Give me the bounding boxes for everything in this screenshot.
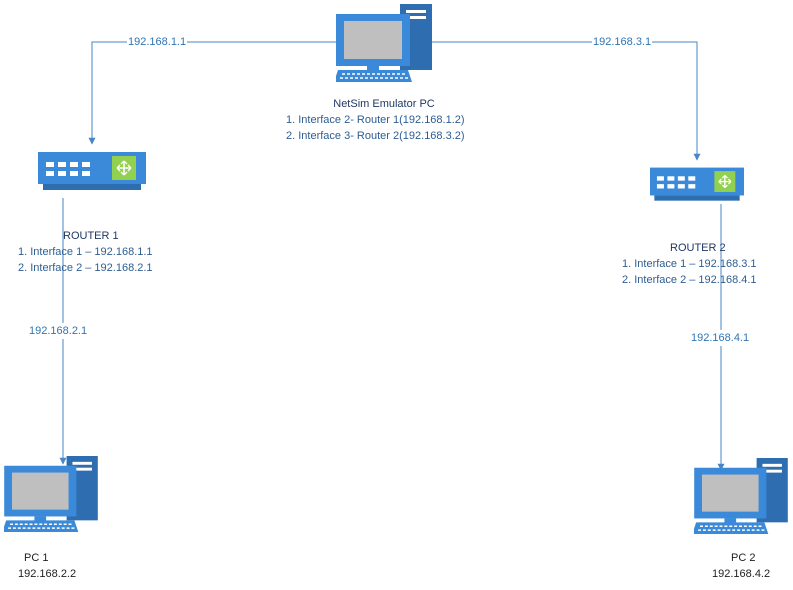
pc2-icon[interactable] <box>692 458 788 535</box>
link-label-192-168-3-1: 192.168.3.1 <box>592 34 653 50</box>
pc1-ip: 192.168.2.2 <box>18 568 77 580</box>
router1-interface-1: 1. Interface 1 – 192.168.1.1 <box>18 246 153 258</box>
router2-title: ROUTER 2 <box>670 242 726 254</box>
router1-title: ROUTER 1 <box>63 230 119 242</box>
emulator-title: NetSim Emulator PC <box>333 98 435 110</box>
emulator-pc-icon[interactable] <box>334 4 432 83</box>
link-emulator-router1 <box>88 41 336 145</box>
router2-interface-2: 2. Interface 2 – 192.168.4.1 <box>622 274 757 286</box>
link-label-192-168-2-1: 192.168.2.1 <box>28 323 89 339</box>
emulator-interface-2: 2. Interface 3- Router 2(192.168.3.2) <box>286 130 465 142</box>
pc2-ip: 192.168.4.2 <box>712 568 771 580</box>
router2-interface-1: 1. Interface 1 – 192.168.3.1 <box>622 258 757 270</box>
router1-interface-2: 2. Interface 2 – 192.168.2.1 <box>18 262 153 274</box>
router2-icon[interactable] <box>650 166 744 202</box>
emulator-interface-1: 1. Interface 2- Router 1(192.168.1.2) <box>286 114 465 126</box>
pc1-title: PC 1 <box>24 552 49 564</box>
pc1-icon[interactable] <box>2 456 98 533</box>
link-label-192-168-4-1: 192.168.4.1 <box>690 330 751 346</box>
link-emulator-router2 <box>432 41 701 161</box>
router1-icon[interactable] <box>38 152 146 191</box>
pc2-title: PC 2 <box>731 552 756 564</box>
link-label-192-168-1-1: 192.168.1.1 <box>127 34 188 50</box>
